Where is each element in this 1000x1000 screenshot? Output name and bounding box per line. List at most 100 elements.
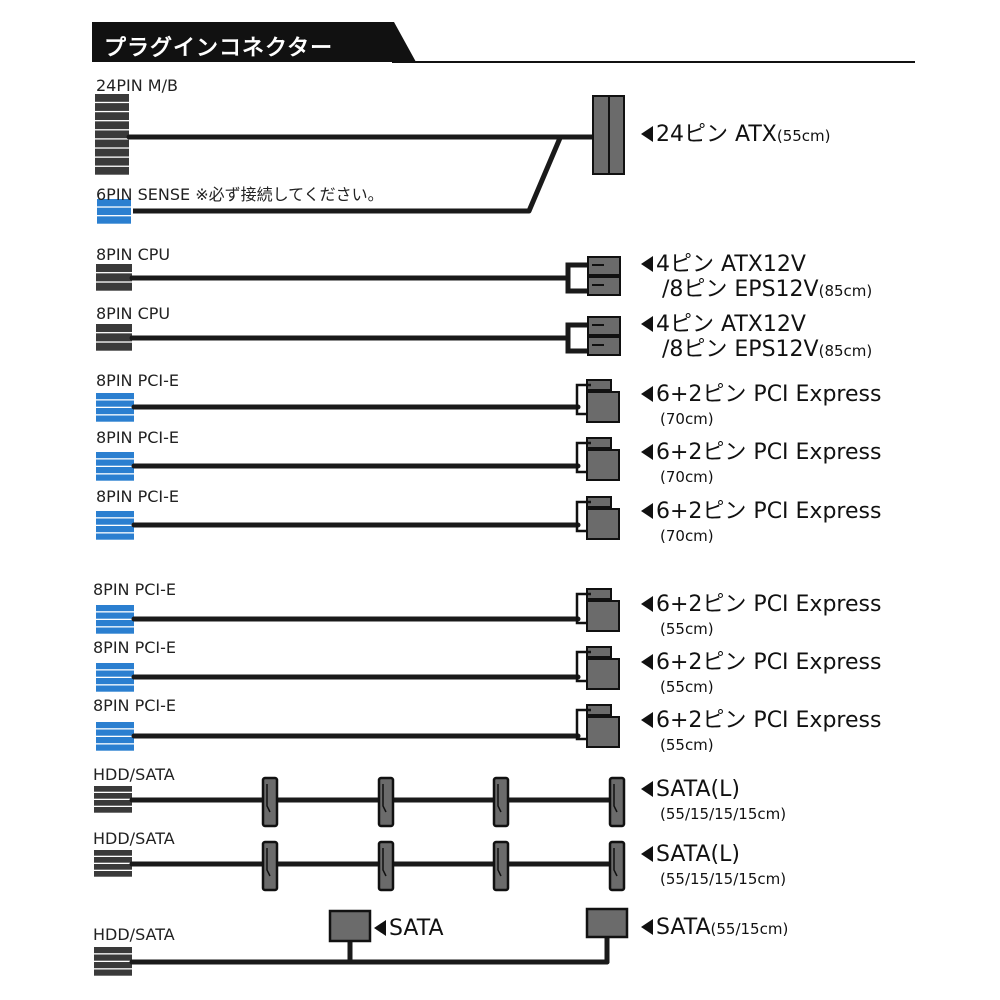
row-label-24pin: 24PIN M/B [96,76,178,95]
6pin-sense-connector [97,199,131,224]
sata-plug-2-3-key [497,848,502,877]
sata-plug-1-4-key [613,784,618,813]
pcie-connector-4-6pin [586,600,620,632]
pcie-psu-connector-3-pin [96,526,134,533]
24pin-mb-connector-pin [95,94,129,102]
cpu-mb-connector-1-pin [96,282,132,291]
24pin-mb-connector-pin [95,121,129,130]
sata-psu-connector-1-pin [94,793,132,799]
row-label-sata-3: HDD/SATA [93,925,175,944]
cpu-connector-1-latch [592,264,604,286]
pointer-arrow-icon [641,654,653,670]
row-label-pcie-6: 8PIN PCI-E [93,696,177,715]
sata-plug-1-2-key [382,784,387,813]
pcie-psu-connector-3-pin [96,518,134,525]
pcie-connector-6-6pin [586,716,620,748]
section-title: プラグインコネクター [104,36,334,61]
pcie-psu-connector-5-pin [96,663,134,670]
label-pcie-3: 6+2ピン PCI Express [641,501,881,523]
sata-psu-connector-3 [94,947,132,976]
label-sata-1: SATA(L) [641,779,740,801]
row-label-cpu-1: 8PIN CPU [96,245,171,264]
pointer-arrow-icon [641,846,653,862]
pcie-connector-3-6pin [586,508,620,540]
pointer-arrow-icon [641,444,653,460]
pointer-arrow-icon [641,919,653,935]
pcie-psu-connector-6-pin [96,722,134,729]
pcie-connector-5-6pin [586,658,620,690]
pcie-psu-connector-6-pin [96,729,134,736]
sata-plug-2-4 [608,840,626,892]
sata-plug-2-2 [377,840,395,892]
sata-psu-connector-2-pin [94,871,132,877]
pcie-connector-1-wires [575,383,591,416]
sata-psu-connector-1-pin [94,807,132,813]
label-sata-2: SATA(L) [641,844,740,866]
pcie-psu-connector-2-pin [96,474,134,481]
cpu-split-2 [565,322,588,354]
pcie-psu-connector-4-pin [96,612,134,619]
sata-psu-connector-3-pin [94,947,132,954]
label-pcie-6-length: (55cm) [660,736,714,754]
label-pcie-2-length: (70cm) [660,468,714,486]
24pin-mb-connector [95,94,129,175]
24pin-atx-connector-left [592,95,610,175]
sata-psu-connector-3-pin [94,969,132,976]
24pin-mb-connector-pin [95,148,129,157]
sata-psu-connector-3-pin [94,962,132,969]
pcie-psu-connector-2 [96,452,134,481]
sata-plug-2-4-key [613,848,618,877]
pcie-psu-connector-5-pin [96,670,134,677]
24pin-mb-connector-pin [95,166,129,175]
label-pcie-3-length: (70cm) [660,527,714,545]
sata-psu-connector-1 [94,786,132,813]
sata-psu-connector-3-pin [94,954,132,961]
6pin-sense-cable [133,137,563,214]
pcie-psu-connector-5 [96,663,134,692]
pointer-arrow-icon [641,712,653,728]
label-cpu-2: 4ピン ATX12V [641,314,806,336]
pcie-psu-connector-2-pin [96,452,134,459]
sata-plug-2-3 [492,840,510,892]
pointer-arrow-icon [641,596,653,612]
pcie-psu-connector-1-pin [96,400,134,407]
pcie-psu-connector-2-pin [96,467,134,474]
sata-plug-2-1 [261,840,279,892]
6pin-sense-connector-pin [97,207,131,216]
label-pcie-4: 6+2ピン PCI Express [641,594,881,616]
sata-plug-1-3-key [497,784,502,813]
pcie-connector-3-wires [575,500,591,533]
24pin-mb-connector-pin [95,157,129,166]
label-sata-1-length: (55/15/15/15cm) [660,805,787,823]
label-sata-mid: SATA [374,918,444,940]
row-label-6pin-sense: 6PIN SENSE ※必ず接続してください。 [96,185,384,204]
label-pcie-1-length: (70cm) [660,410,714,428]
pointer-arrow-icon [374,920,386,936]
label-cpu-2-line2: /8ピン EPS12V(85cm) [662,337,873,362]
pcie-psu-connector-4-pin [96,627,134,634]
pcie-connector-4-wires [575,592,591,625]
cpu-mb-connector-2-pin [96,333,132,342]
row-label-cpu-2: 8PIN CPU [96,304,171,323]
pcie-psu-connector-4-pin [96,605,134,612]
sata-flat-plug-end [585,907,629,939]
label-pcie-4-length: (55cm) [660,620,714,638]
24pin-mb-connector-pin [95,103,129,111]
sata-plug-2-1-key [266,848,271,877]
sata-plug-2-2-key [382,848,387,877]
pcie-psu-connector-1-pin [96,408,134,415]
row-label-sata-2: HDD/SATA [93,829,175,848]
row-label-pcie-2: 8PIN PCI-E [96,428,180,447]
sata-psu-connector-1-pin [94,786,132,792]
pcie-connector-1-6pin [586,391,620,423]
label-cpu-1: 4ピン ATX12V [641,254,806,276]
title-banner [92,22,915,63]
sata-plug-1-3 [492,776,510,828]
sata-plug-1-1-key [266,784,271,813]
pcie-psu-connector-4 [96,605,134,634]
24pin-atx-connector-right [608,95,625,175]
pcie-psu-connector-2-pin [96,459,134,466]
pcie-connector-2-wires [575,441,591,474]
sata-flat-plug-mid [328,909,372,943]
pcie-psu-connector-4-pin [96,620,134,627]
